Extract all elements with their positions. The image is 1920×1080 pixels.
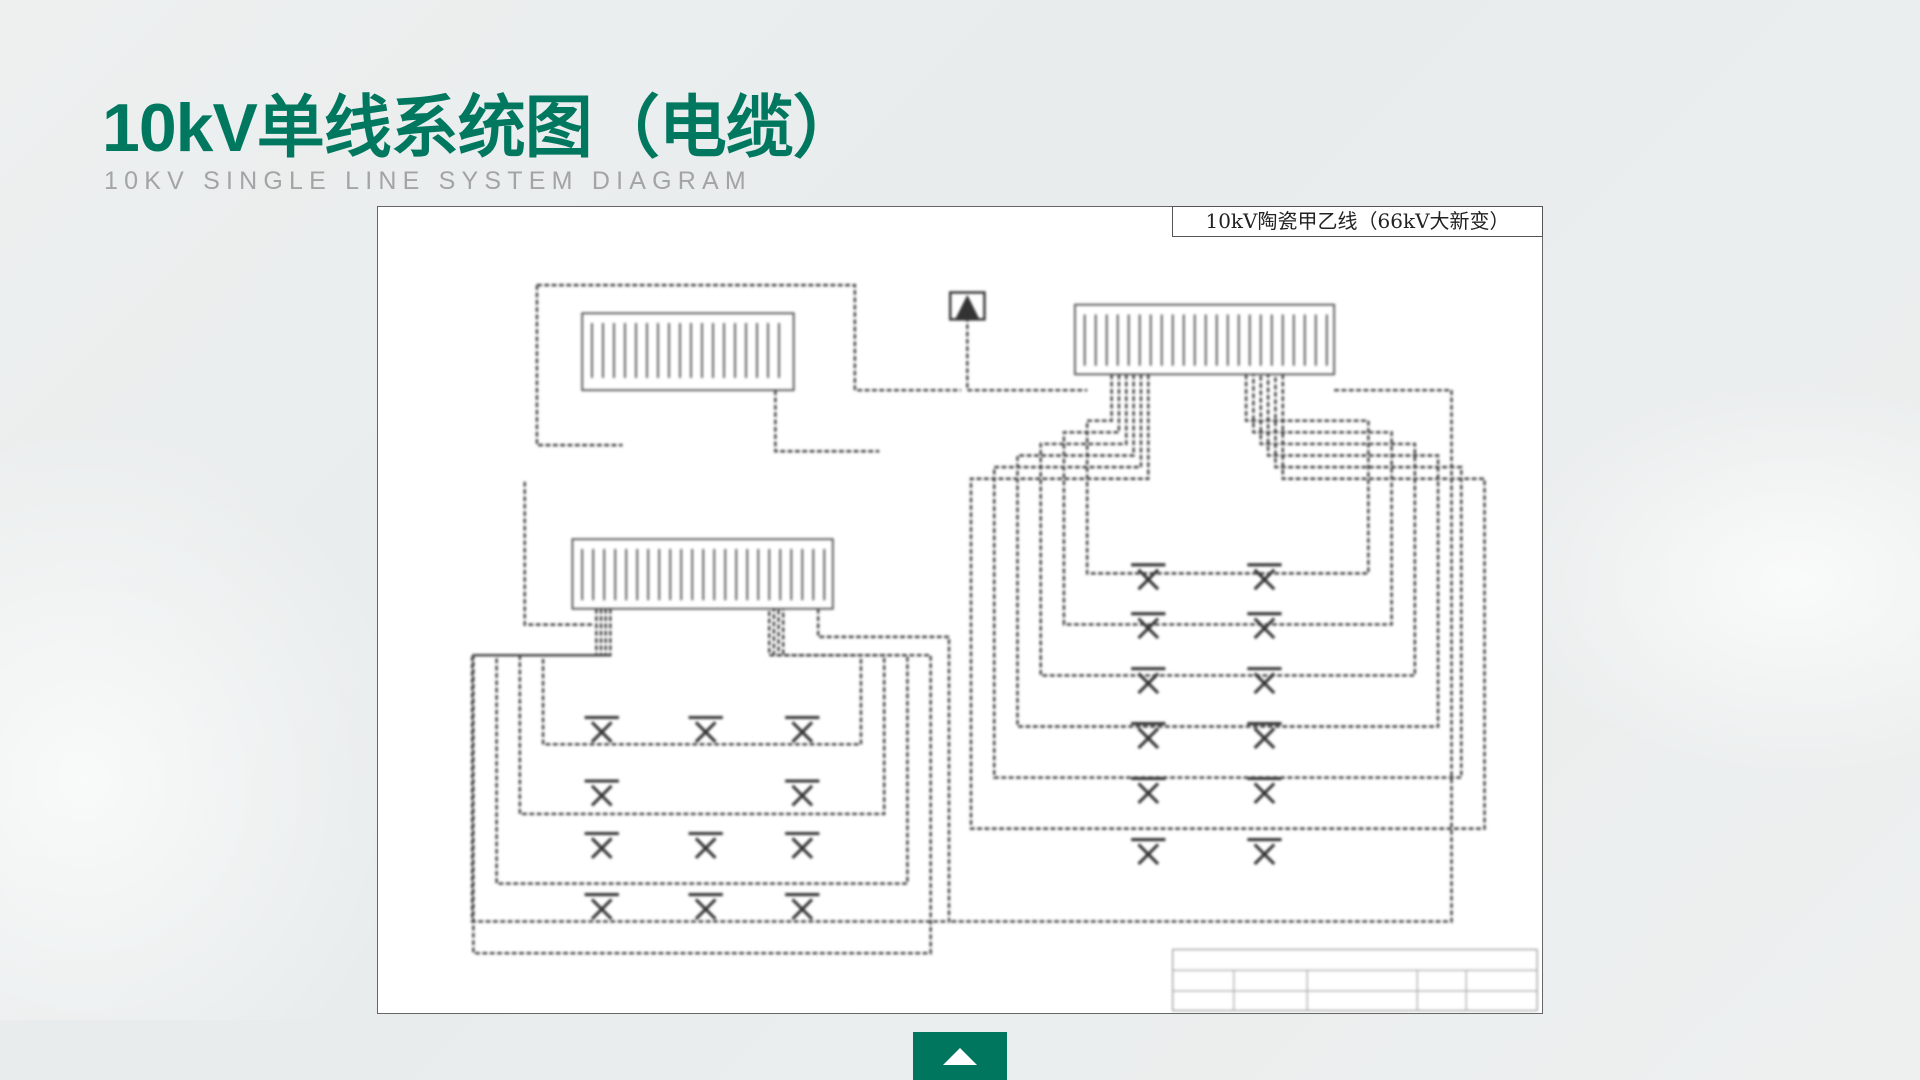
distribution-transformer-icon xyxy=(1247,612,1282,640)
distribution-transformer-icon xyxy=(1247,838,1282,866)
cable-line xyxy=(536,283,962,392)
distribution-transformer-icon xyxy=(785,779,820,807)
cable-line xyxy=(1039,374,1417,677)
cable-line xyxy=(470,608,951,923)
distribution-transformer-icon xyxy=(1247,563,1282,591)
cable-line xyxy=(1062,374,1393,626)
distribution-transformer-icon xyxy=(584,893,619,921)
switchgear-box xyxy=(571,538,834,610)
cable-line xyxy=(969,374,1486,830)
cable-line xyxy=(518,608,886,816)
cable-line xyxy=(966,316,1088,392)
diagram-drawing xyxy=(470,283,1538,1012)
page-subtitle: 10KV SINGLE LINE SYSTEM DIAGRAM xyxy=(104,167,752,195)
distribution-transformer-icon xyxy=(688,715,723,743)
cable-line xyxy=(541,608,863,746)
distribution-transformer-icon xyxy=(688,831,723,859)
cable-line xyxy=(948,388,1453,923)
cable-line xyxy=(1016,374,1440,728)
distribution-transformer-icon xyxy=(688,893,723,921)
cable-line xyxy=(535,285,623,447)
background-decoration xyxy=(0,420,420,1020)
line-label: 10kV陶瓷甲乙线（66kV大新变） xyxy=(1172,206,1543,237)
distribution-transformer-icon xyxy=(1131,777,1166,805)
scroll-up-button[interactable] xyxy=(913,1032,1007,1080)
distribution-transformer-icon xyxy=(1131,563,1166,591)
distribution-transformer-icon xyxy=(785,893,820,921)
distribution-transformer-icon xyxy=(1247,722,1282,750)
distribution-transformer-icon xyxy=(1247,777,1282,805)
page-title: 10kV单线系统图（电缆） xyxy=(102,90,861,166)
distribution-transformer-icon xyxy=(1131,667,1166,695)
cable-line xyxy=(993,374,1463,779)
cable-line xyxy=(774,390,880,453)
triangle-up-icon xyxy=(943,1048,977,1065)
distribution-transformer-icon xyxy=(1247,667,1282,695)
transformer-icon xyxy=(955,294,980,320)
switchgear-box xyxy=(1074,303,1336,376)
cable-line xyxy=(523,481,592,626)
background-decoration xyxy=(1500,380,1920,780)
cable-line xyxy=(472,608,932,955)
title-block xyxy=(1172,948,1538,1012)
single-line-diagram-image xyxy=(377,206,1543,1014)
cable-line xyxy=(1085,374,1370,575)
switchgear-box xyxy=(581,312,795,392)
distribution-transformer-icon xyxy=(584,831,619,859)
distribution-transformer-icon xyxy=(1131,612,1166,640)
distribution-transformer-icon xyxy=(785,831,820,859)
distribution-transformer-icon xyxy=(1131,838,1166,866)
distribution-transformer-icon xyxy=(584,779,619,807)
distribution-transformer-icon xyxy=(785,715,820,743)
distribution-transformer-icon xyxy=(1131,722,1166,750)
transformer-icon xyxy=(948,291,986,321)
distribution-transformer-icon xyxy=(584,715,619,743)
